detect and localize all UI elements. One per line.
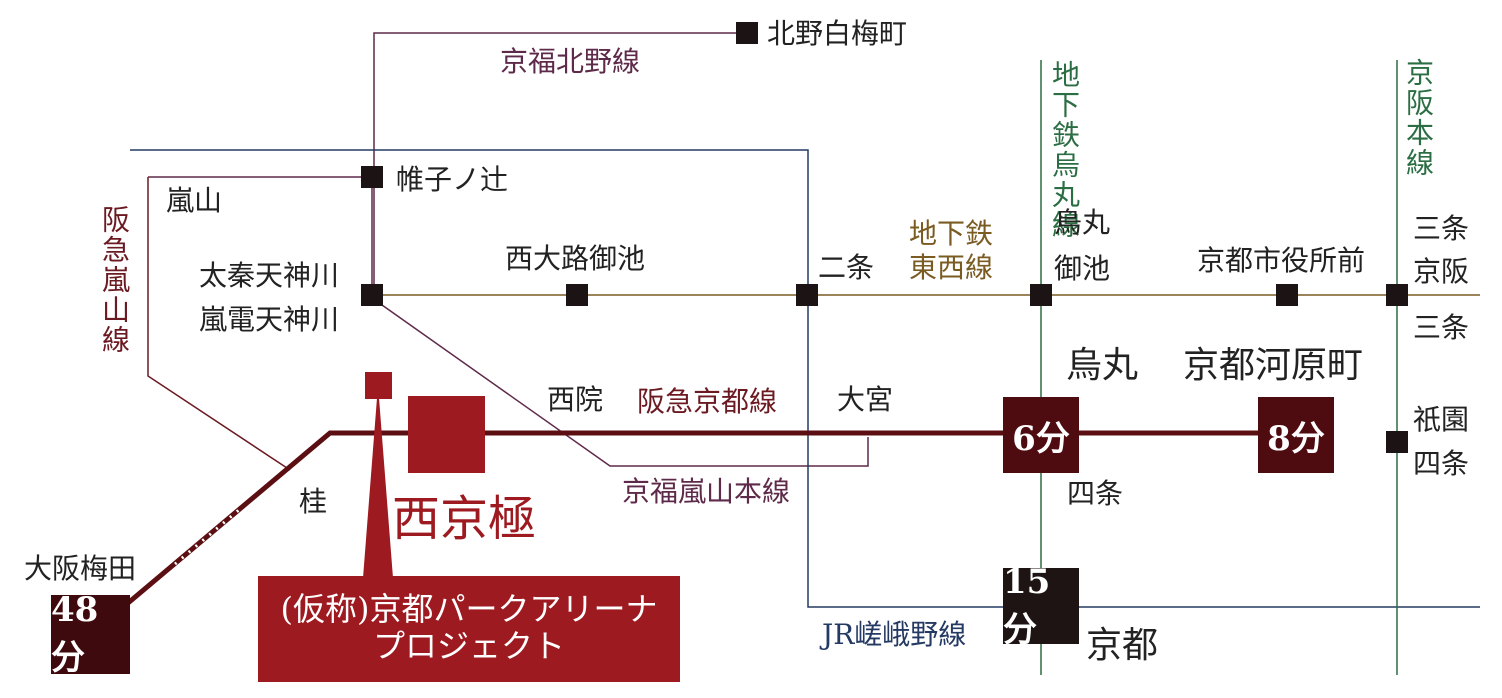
label-randen-tenjingawa: 嵐電天神川 <box>199 303 340 336</box>
time-box-umeda: 48分 <box>51 590 130 678</box>
label-uzumasa-tenjingawa: 太秦天神川 <box>199 259 340 292</box>
station-marker-katabiranotsuji <box>361 166 383 188</box>
label-shijo: 四条 <box>1067 477 1124 510</box>
station-marker-karasuma-oike <box>1030 284 1052 306</box>
nishikyogoku-station-marker <box>408 396 485 473</box>
label-jr-sagano: JR嵯峨野線 <box>822 618 967 651</box>
label-kyoto-kawaramachi: 京都河原町 <box>1183 345 1364 386</box>
label-sanjo-keihan-1: 三条 <box>1413 212 1470 245</box>
label-omiya: 大宮 <box>837 383 894 416</box>
hankyu-arashiyama-line <box>147 177 291 471</box>
label-nijo: 二条 <box>818 251 875 284</box>
label-nishioji-oike: 西大路御池 <box>505 242 646 275</box>
label-keifuku-arashiyama: 京福嵐山本線 <box>622 475 791 508</box>
label-kyoto: 京都 <box>1086 625 1159 666</box>
project-name-box: (仮称)京都パークアリーナ プロジェクト <box>258 576 680 682</box>
label-hankyu-arashiyama: 阪急嵐山線 <box>98 205 131 355</box>
label-katabiranotsuji: 帷子ノ辻 <box>396 163 509 196</box>
label-nishikyogoku: 西京極 <box>392 491 537 547</box>
label-kitano-hakubaicho: 北野白梅町 <box>767 17 908 50</box>
project-pointer <box>363 398 393 578</box>
station-marker-sanjo <box>1386 284 1408 306</box>
label-arashiyama: 嵐山 <box>166 184 223 217</box>
keifuku-arashiyama-line <box>148 176 869 467</box>
station-marker-gion-shijo <box>1386 431 1408 453</box>
keifuku-kitano-line <box>373 32 746 298</box>
hankyu-kyoto-line <box>88 430 1300 637</box>
label-sanjo-keihan-2: 京阪 <box>1413 255 1470 288</box>
time-box-kyoto: 15分 <box>1003 562 1079 650</box>
label-katsura: 桂 <box>299 485 328 518</box>
label-karasuma: 烏丸 <box>1066 345 1139 386</box>
station-marker-tenjingawa <box>361 284 383 306</box>
time-box-karasuma: 6分 <box>1003 397 1079 473</box>
label-subway-karasuma: 地下鉄烏丸線 <box>1048 60 1081 240</box>
label-kyoto-shiyakusho: 京都市役所前 <box>1197 244 1366 277</box>
label-gion-shijo-2: 四条 <box>1413 447 1470 480</box>
project-name-line1: (仮称)京都パークアリーナ <box>280 590 658 628</box>
station-marker-nijo <box>796 284 818 306</box>
label-keifuku-kitano: 京福北野線 <box>500 45 641 78</box>
jr-sagano-line <box>130 149 1480 608</box>
time-box-kawaramachi: 8分 <box>1258 397 1334 473</box>
label-subway-tozai: 地下鉄東西線 <box>908 217 993 284</box>
label-karasuma-oike-2: 御池 <box>1054 252 1111 285</box>
label-keihan: 京阪本線 <box>1402 58 1435 178</box>
label-osaka-umeda: 大阪梅田 <box>24 552 137 585</box>
station-marker-kyoto-shiyakusho <box>1276 284 1298 306</box>
label-gion-shijo-1: 祇園 <box>1413 403 1470 436</box>
label-karasuma-oike-1: 烏丸 <box>1054 206 1111 239</box>
project-name-line2: プロジェクト <box>372 626 565 665</box>
station-marker-nishioji-oike <box>566 284 588 306</box>
project-marker <box>365 372 392 399</box>
station-marker-kitano-hakubaicho <box>736 22 758 44</box>
label-sai: 西院 <box>547 383 604 416</box>
label-hankyu-kyoto: 阪急京都線 <box>637 385 778 418</box>
label-sanjo: 三条 <box>1413 311 1470 344</box>
